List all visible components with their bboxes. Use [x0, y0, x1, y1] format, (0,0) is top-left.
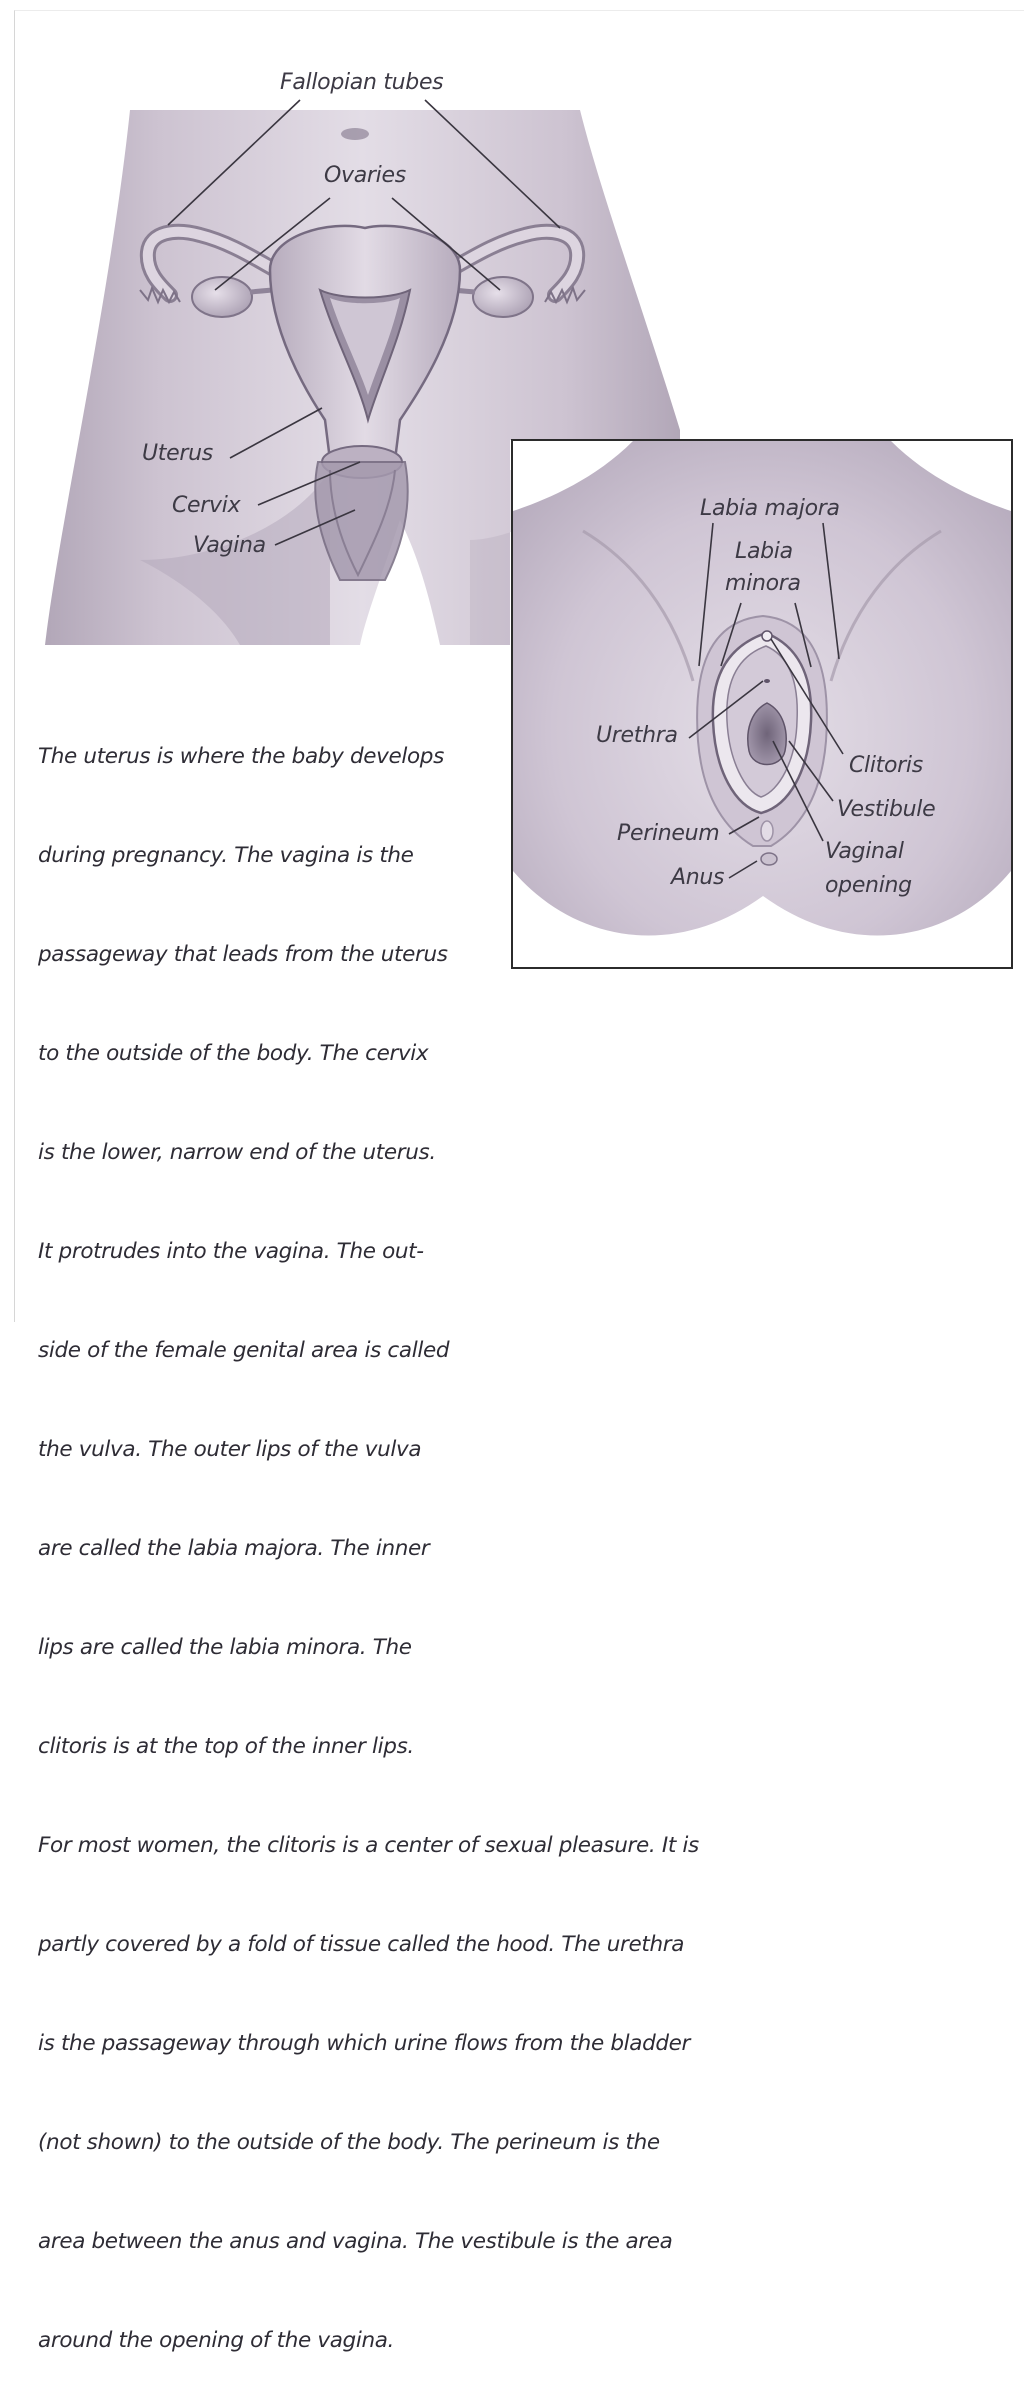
caption-line: to the outside of the body. The cervix [38, 1037, 699, 1070]
caption-line: is the lower, narrow end of the uterus. [38, 1136, 699, 1169]
urethra [764, 679, 770, 683]
caption-line: area between the anus and vagina. The ve… [38, 2225, 699, 2258]
caption-line: around the opening of the vagina. [38, 2324, 699, 2357]
caption-line: are called the labia majora. The inner [38, 1532, 699, 1565]
label-vaginal-opening-line1: Vaginal [825, 841, 904, 863]
left-ovary [192, 277, 252, 317]
right-ovary [473, 277, 533, 317]
caption-line: during pregnancy. The vagina is the [38, 839, 699, 872]
label-labia-minora-line1: Labia [735, 541, 793, 563]
caption-line: side of the female genital area is calle… [38, 1334, 699, 1367]
caption-line: partly covered by a fold of tissue calle… [38, 1928, 699, 1961]
label-cervix: Cervix [172, 495, 240, 517]
caption-line: (not shown) to the outside of the body. … [38, 2126, 699, 2159]
label-vagina: Vagina [193, 535, 266, 557]
label-vaginal-opening-line2: opening [825, 875, 912, 897]
caption-line: lips are called the labia minora. The [38, 1631, 699, 1664]
label-labia-minora-line2: minora [725, 573, 801, 595]
caption-line: passageway that leads from the uterus [38, 938, 699, 971]
anus [761, 853, 777, 865]
caption-line: The uterus is where the baby develops [38, 740, 699, 773]
label-uterus: Uterus [142, 443, 213, 465]
label-labia-majora: Labia majora [700, 498, 840, 520]
caption-line: It protrudes into the vagina. The out- [38, 1235, 699, 1268]
caption-line: the vulva. The outer lips of the vulva [38, 1433, 699, 1466]
caption-line: For most women, the clitoris is a center… [38, 1829, 699, 1862]
caption-line: is the passageway through which urine fl… [38, 2027, 699, 2060]
label-clitoris: Clitoris [849, 755, 923, 777]
label-ovaries: Ovaries [324, 165, 406, 187]
caption-text: The uterus is where the baby develops du… [38, 674, 699, 2390]
label-vestibule: Vestibule [837, 799, 935, 821]
label-fallopian-tubes: Fallopian tubes [280, 72, 443, 94]
navel [341, 128, 369, 140]
caption-line: clitoris is at the top of the inner lips… [38, 1730, 699, 1763]
